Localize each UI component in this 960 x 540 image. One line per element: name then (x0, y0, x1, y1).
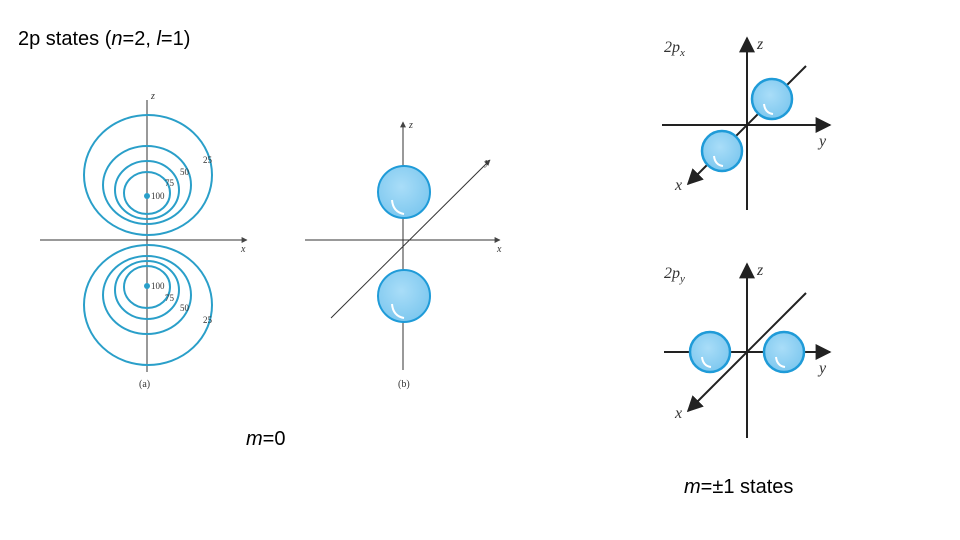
panel-a-contour-plot: z x 100 75 50 25 100 75 50 25 (a) (40, 91, 248, 390)
panel-b-caption: (b) (398, 379, 410, 390)
panel-b-pz-orbital: z y x (b) (305, 120, 502, 390)
upper-lobe-contours (83, 114, 213, 236)
z-axis-label: z (150, 91, 155, 102)
x-axis-label: x (240, 244, 246, 255)
left-lobe (688, 330, 732, 374)
upper-lobe (377, 165, 431, 219)
x-axis (686, 292, 807, 413)
panel-a-caption: (a) (139, 379, 150, 390)
y-axis (330, 159, 491, 319)
negative-lobe (700, 129, 744, 173)
y-axis-label: y (484, 157, 490, 168)
y-axis-label: y (817, 133, 827, 150)
lower-maximum-dot (144, 283, 150, 289)
upper-maximum-dot (144, 193, 150, 199)
x-axis-label: x (674, 405, 682, 422)
positive-lobe (750, 77, 794, 121)
contour-label: 25 (203, 315, 213, 325)
y-axis-label: y (817, 360, 827, 377)
z-axis-label: z (756, 36, 764, 53)
z-axis-label: z (756, 262, 764, 279)
contour-label: 50 (180, 303, 190, 313)
contour-label: 25 (203, 155, 213, 165)
contour-label: 100 (151, 281, 165, 291)
x-axis-label: x (496, 244, 502, 255)
contour-label: 75 (165, 178, 175, 188)
contour-label: 75 (165, 293, 175, 303)
x-axis-label: x (674, 177, 682, 194)
panel-title: 2py (664, 265, 685, 285)
z-axis-label: z (408, 120, 413, 131)
right-lobe (762, 330, 806, 374)
contour-label: 100 (151, 191, 165, 201)
m-plus-minus-one-label: m=±1 states (684, 476, 794, 498)
contour-label: 50 (180, 167, 190, 177)
panel-title: 2px (664, 39, 685, 59)
slide-title: 2p states (n=2, l=1) (18, 28, 191, 50)
panel-2py-orbital: 2py z y x (664, 262, 832, 438)
panel-2px-orbital: 2px z y x (662, 36, 832, 210)
lower-lobe-contours (83, 244, 213, 366)
lower-lobe (377, 269, 431, 323)
m-zero-label: m=0 (246, 428, 286, 450)
